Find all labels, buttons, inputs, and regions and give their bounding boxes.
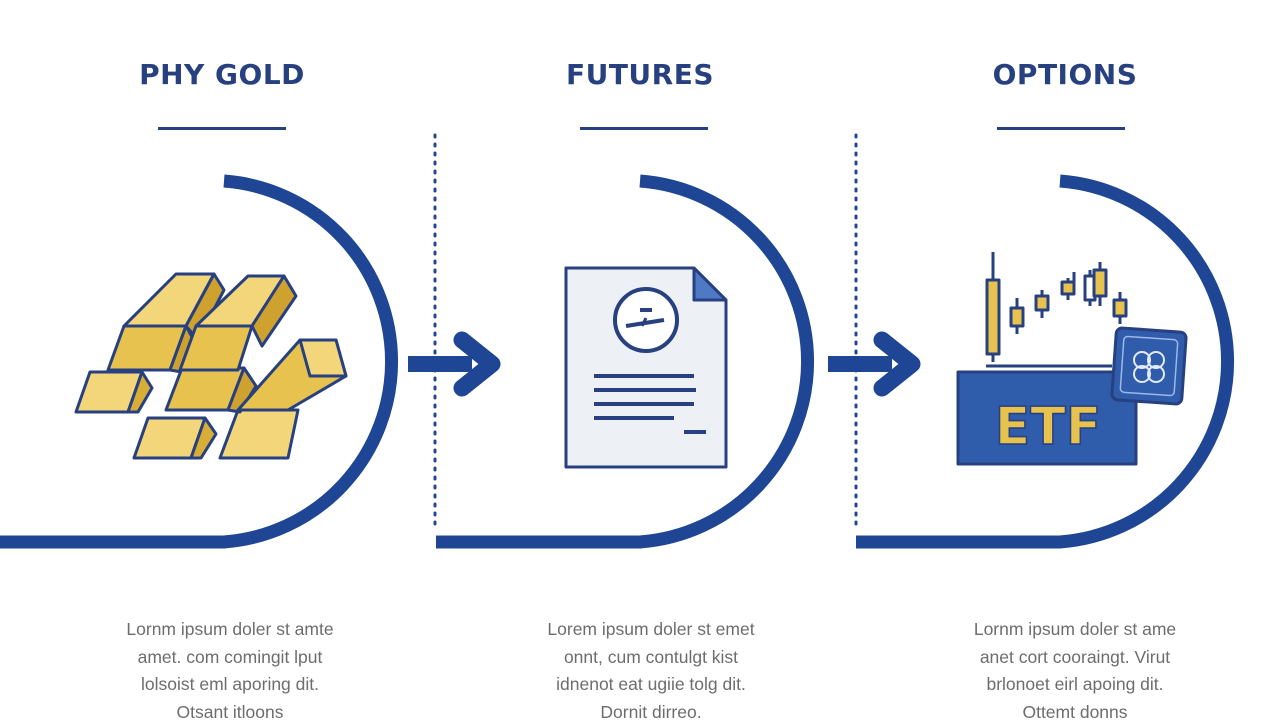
description-line: Lornm ipsum doler st amte [80,616,380,644]
arrow-right-icon [408,340,492,388]
contract-document-icon [566,268,726,467]
stage-description-futures: Lorem ipsum doler st emet onnt, cum cont… [501,616,801,726]
candlestick-icon [987,252,1126,362]
description-line: Lornm ipsum doler st ame [925,616,1225,644]
arrow-right-icon [828,340,912,388]
stage-description-options: Lornm ipsum doler st ame anet cort coora… [925,616,1225,726]
title-underline [997,127,1125,130]
description-line: Dornit dirreo. [501,699,801,726]
description-line: brlonoet eirl apoing dit. [925,671,1225,699]
description-line: idnenot eat ugiie tolg dit. [501,671,801,699]
stage-title-options: OPTIONS [935,58,1195,91]
description-line: Otsant itloons [80,699,380,726]
stage-title-phy-gold: PHY GOLD [92,58,352,91]
description-line: anet cort cooraingt. Virut [925,644,1225,672]
etf-badge-label: ETF [995,397,1102,457]
stage-title-futures: FUTURES [510,58,770,91]
description-line: Ottemt donns [925,699,1225,726]
stage-description-phy-gold: Lornm ipsum doler st amte amet. com comi… [80,616,380,726]
description-line: lolsoist eml aporing dit. [80,671,380,699]
title-underline [580,127,708,130]
description-line: Lorem ipsum doler st emet [501,616,801,644]
description-line: onnt, cum contulgt kist [501,644,801,672]
title-underline [158,127,286,130]
clover-badge-icon [1112,328,1187,405]
description-line: amet. com comingit lput [80,644,380,672]
gold-bars-icon [76,274,346,458]
